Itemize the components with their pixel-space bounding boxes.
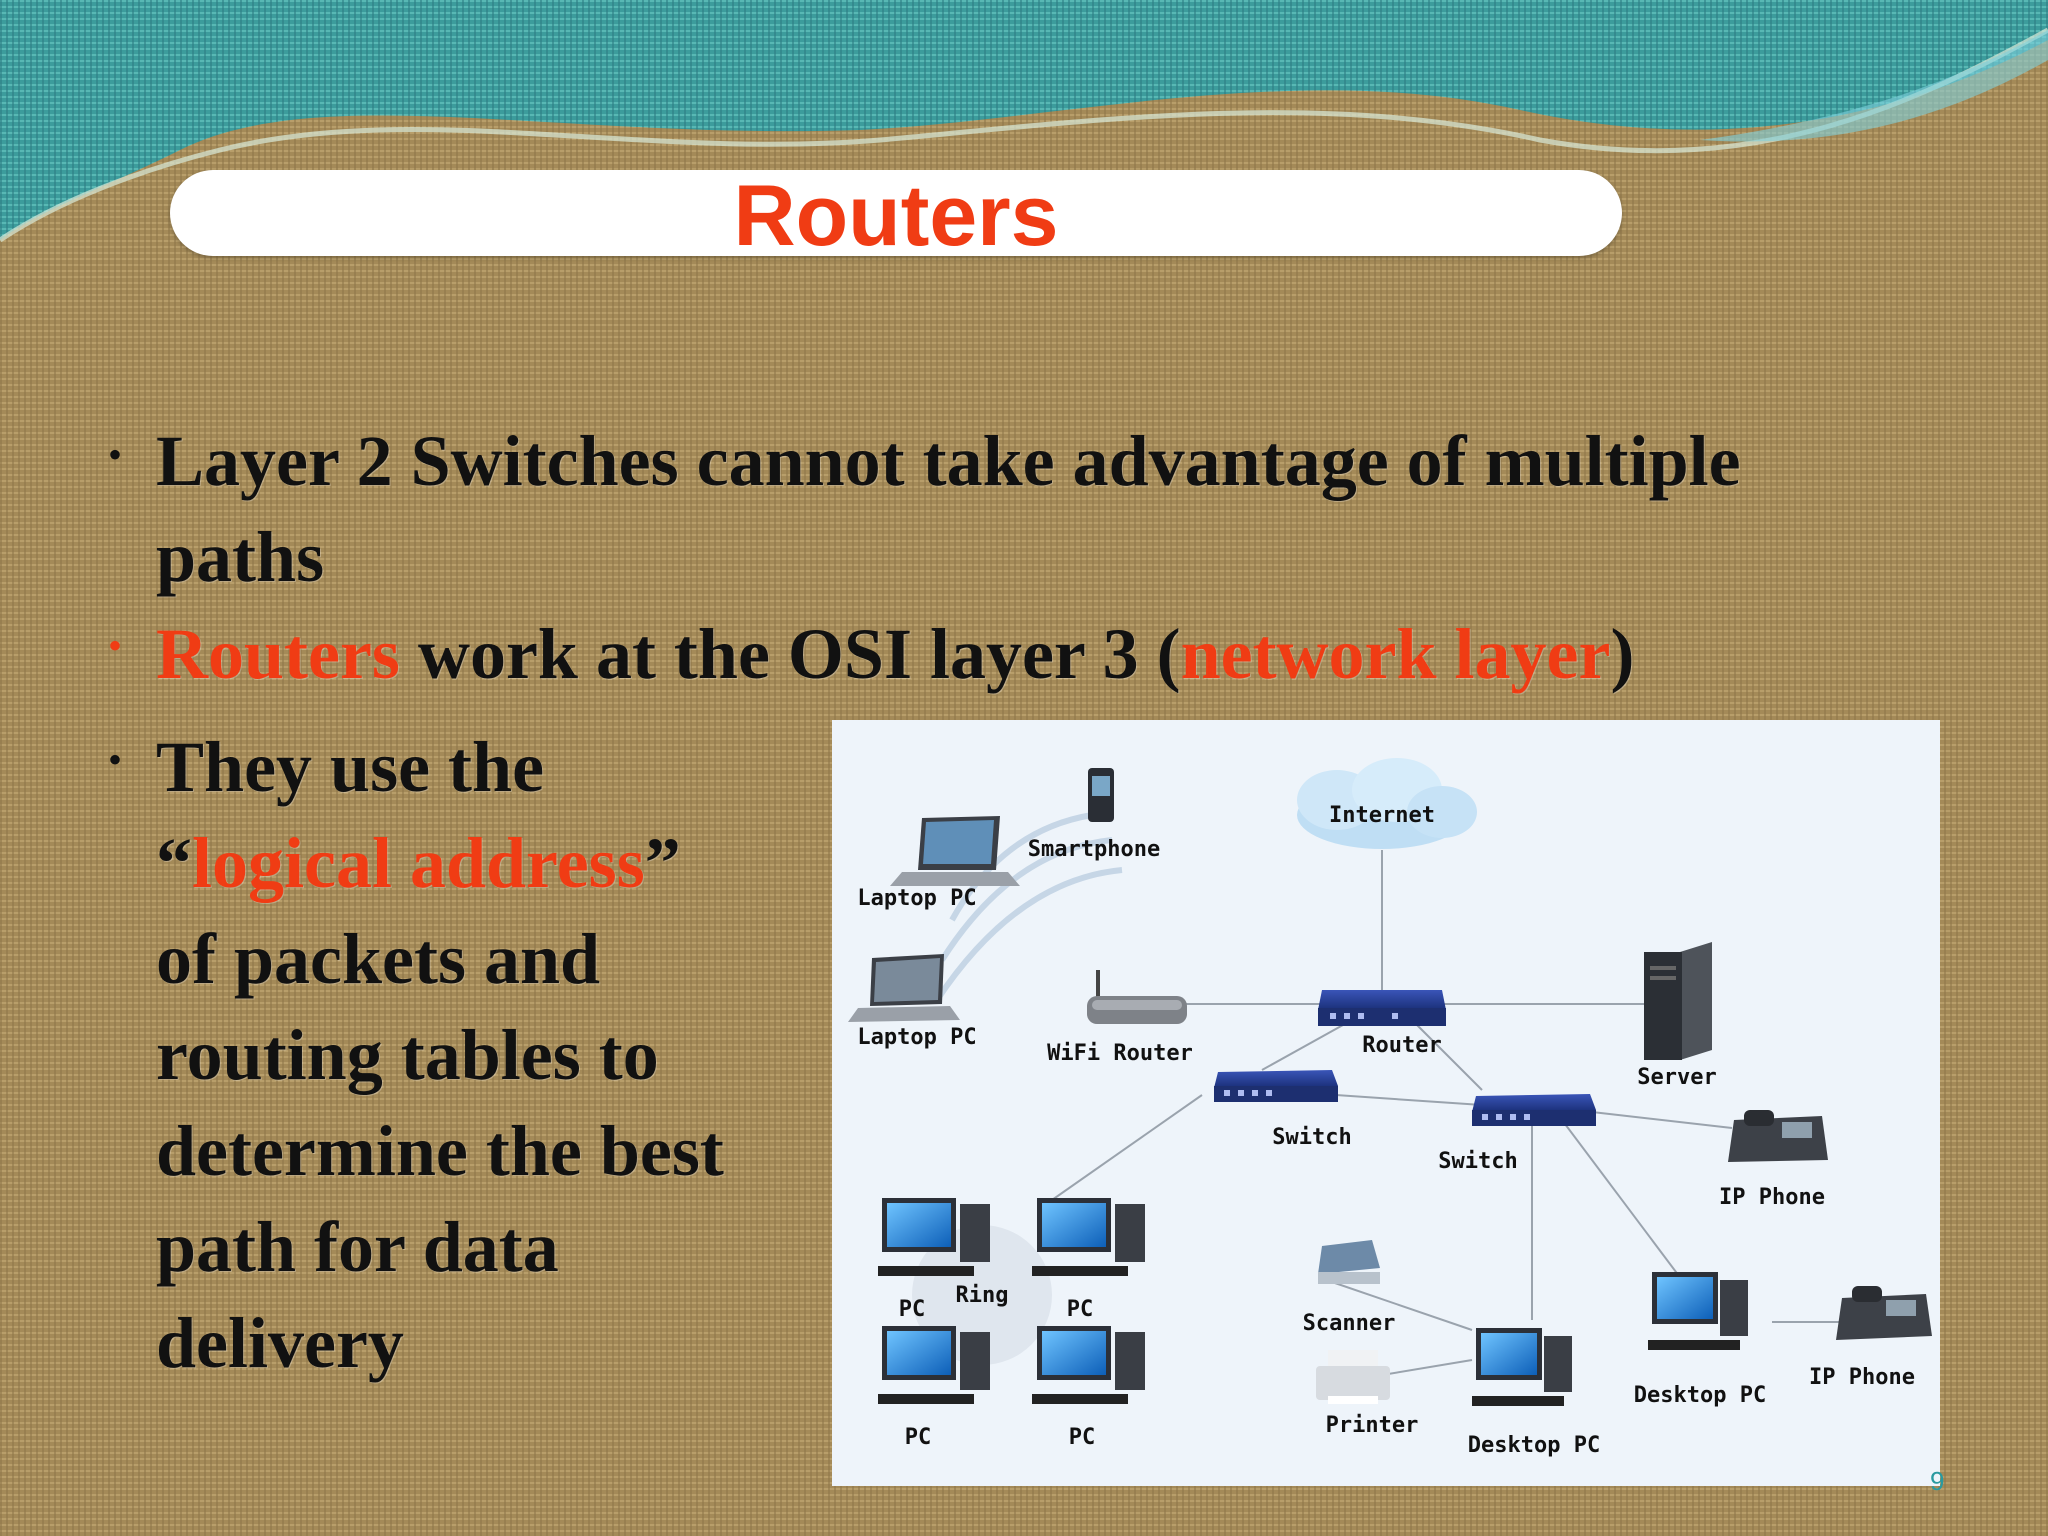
bullet-3-line-6: path for data — [156, 1207, 559, 1287]
wifi-router-icon — [1087, 970, 1187, 1024]
pc-label: PC — [1067, 1297, 1094, 1322]
wifi-router-label: WiFi Router — [1047, 1041, 1193, 1066]
router-icon — [1318, 990, 1446, 1026]
bullet-3-quote-open: “ — [156, 823, 192, 903]
slide-title: Routers — [733, 168, 1059, 264]
pc-label: PC — [899, 1297, 926, 1322]
pc-icon — [878, 1198, 990, 1276]
network-diagram: Internet Smartphone Laptop PC Laptop PC … — [832, 720, 1940, 1486]
laptop-label: Laptop PC — [857, 1025, 976, 1050]
bullet-1-line-1: Layer 2 Switches cannot take advantage o… — [156, 421, 1741, 501]
ip-phone-icon — [1728, 1110, 1828, 1162]
server-label: Server — [1637, 1065, 1716, 1090]
bullet-3: They use the “logical address” of packet… — [156, 719, 816, 1391]
bullet-1-line-2: paths — [156, 517, 325, 597]
bullet-dot: • — [108, 432, 123, 477]
desktop-pc-label: Desktop PC — [1468, 1433, 1600, 1458]
server-icon — [1644, 942, 1712, 1060]
ip-phone-label: IP Phone — [1719, 1185, 1825, 1210]
laptop-icon — [848, 954, 960, 1022]
desktop-pc-icon — [1472, 1328, 1572, 1406]
pc-icon — [878, 1326, 990, 1404]
router-label: Router — [1362, 1033, 1441, 1058]
bullet-3-logical-address: logical address — [192, 823, 645, 903]
bullet-dot: • — [108, 737, 123, 782]
title-banner: Routers — [170, 168, 1622, 264]
ring-label: Ring — [956, 1283, 1009, 1308]
scanner-icon — [1318, 1240, 1380, 1284]
printer-label: Printer — [1326, 1413, 1419, 1438]
bullet-2-close: ) — [1610, 614, 1635, 694]
bullet-2-network-layer: network layer — [1180, 614, 1611, 694]
bullet-3-line-4: routing tables to — [156, 1015, 659, 1095]
bullet-2: Routers work at the OSI layer 3 (network… — [156, 606, 1956, 702]
bullet-3-quote-close: ” — [644, 823, 681, 903]
scanner-label: Scanner — [1303, 1311, 1396, 1336]
switch-label: Switch — [1438, 1149, 1517, 1174]
switch-icon — [1214, 1070, 1338, 1102]
laptop-icon — [890, 816, 1020, 886]
pc-icon — [1032, 1198, 1145, 1276]
ip-phone-icon — [1836, 1286, 1932, 1340]
bullet-3-line-7: delivery — [156, 1303, 404, 1383]
pc-label: PC — [905, 1425, 932, 1450]
pc-label: PC — [1069, 1425, 1096, 1450]
desktop-pc-icon — [1648, 1272, 1748, 1350]
switch-label: Switch — [1272, 1125, 1351, 1150]
bullet-3-line-3: of packets and — [156, 919, 601, 999]
wireless-signal — [934, 812, 1123, 1002]
pc-icon — [1032, 1326, 1145, 1404]
printer-icon — [1316, 1350, 1390, 1404]
internet-cloud-icon — [1297, 758, 1477, 849]
smartphone-icon — [1088, 768, 1114, 822]
internet-label: Internet — [1329, 803, 1435, 828]
bullet-2-routers: Routers — [156, 614, 400, 694]
bullet-1: Layer 2 Switches cannot take advantage o… — [156, 413, 1956, 605]
bullet-dot: • — [108, 623, 123, 668]
bullet-3-line-1: They use the — [156, 727, 545, 807]
bullet-2-text: work at the OSI layer 3 ( — [399, 614, 1181, 694]
desktop-pc-label: Desktop PC — [1634, 1383, 1766, 1408]
laptop-label: Laptop PC — [857, 886, 976, 911]
page-number: 9 — [1930, 1466, 1945, 1496]
bullet-3-line-5: determine the best — [156, 1111, 724, 1191]
ip-phone-label: IP Phone — [1809, 1365, 1915, 1390]
switch-icon — [1472, 1094, 1596, 1126]
smartphone-label: Smartphone — [1028, 837, 1160, 862]
